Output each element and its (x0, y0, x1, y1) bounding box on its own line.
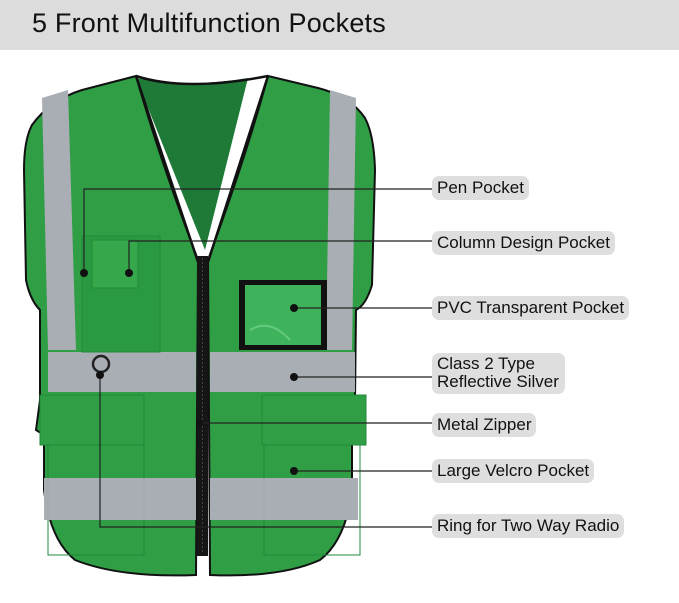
reflective-band-upper-right (210, 352, 355, 392)
callout-reflective-silver: Class 2 Type Reflective Silver (432, 353, 565, 394)
callout-pen-pocket: Pen Pocket (432, 176, 529, 200)
callout-label-line2: Reflective Silver (437, 372, 559, 391)
neck-trim (135, 74, 269, 86)
header-banner: 5 Front Multifunction Pockets (0, 0, 679, 50)
callout-label: Large Velcro Pocket (437, 461, 590, 480)
lower-left-pocket-flap (39, 394, 145, 446)
callout-metal-zipper: Metal Zipper (432, 413, 537, 437)
pvc-id-pocket-window (245, 285, 321, 345)
page-title: 5 Front Multifunction Pockets (32, 8, 386, 38)
vest-interior (136, 78, 248, 250)
callout-label: PVC Transparent Pocket (437, 298, 625, 317)
reflective-strip-right-vertical (326, 90, 356, 350)
callout-label: Column Design Pocket (437, 233, 610, 252)
reflective-band-upper-left (48, 352, 196, 392)
column-pocket-flap (91, 239, 139, 289)
callout-column-design-pocket: Column Design Pocket (432, 231, 615, 255)
reflective-strip-left-vertical (42, 90, 76, 350)
lower-right-pocket-flap (261, 394, 367, 446)
callout-label-line1: Class 2 Type (437, 354, 535, 373)
callout-label: Pen Pocket (437, 178, 524, 197)
callout-label: Ring for Two Way Radio (437, 516, 620, 535)
callout-pvc-transparent-pocket: PVC Transparent Pocket (432, 296, 630, 320)
callout-leader-lines (83, 188, 432, 528)
callout-radio-ring: Ring for Two Way Radio (432, 514, 625, 538)
callout-large-velcro-pocket: Large Velcro Pocket (432, 459, 595, 483)
callout-label: Metal Zipper (437, 415, 532, 434)
callout-dots (80, 269, 298, 475)
